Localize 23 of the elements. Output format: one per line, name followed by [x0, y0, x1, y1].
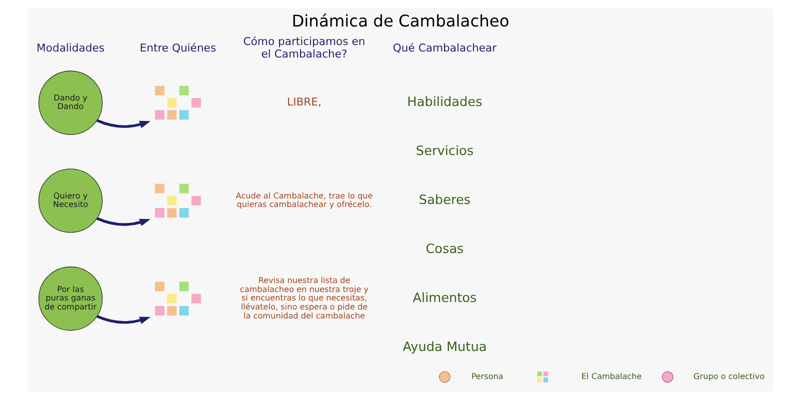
label: Cosas	[425, 242, 464, 257]
node-circle: Por las puras ganas de compartir	[38, 266, 102, 331]
label: Servicios	[415, 144, 474, 159]
arrow	[96, 217, 150, 226]
legend-label: El Cambalache	[580, 371, 642, 382]
label: Ayuda Mutua	[402, 340, 486, 355]
diagram-title: Dinámica de Cambalacheo	[291, 12, 509, 31]
label: Saberes	[418, 192, 470, 208]
arrow	[96, 119, 150, 128]
label: Revisa nuestra lista de cambalacheo en nuestra troje y si encuentras lo que necesitas, llévatelo, sino espera o pide de la comunidad del cambalache	[239, 275, 368, 320]
label: Habilidades	[406, 94, 482, 110]
label: LIBRE,	[286, 95, 321, 108]
label: Acude al Cambalache, trae lo que quieras cambalachear y ofrécelo.	[235, 190, 372, 210]
label: Alimentos	[412, 290, 476, 306]
label: Cómo participamos en el Cambalache?	[242, 35, 365, 60]
legend-label: Grupo o colectivo	[693, 371, 764, 382]
label: Entre Quiénes	[139, 41, 216, 54]
label: Modalidades	[36, 41, 104, 54]
legend-label: Persona	[470, 371, 503, 382]
arrow	[96, 315, 150, 324]
node-circle: Dando y Dando	[38, 70, 102, 135]
node-circle: Quiero y Necesito	[38, 168, 102, 233]
label: Qué Cambalachear	[392, 41, 496, 54]
